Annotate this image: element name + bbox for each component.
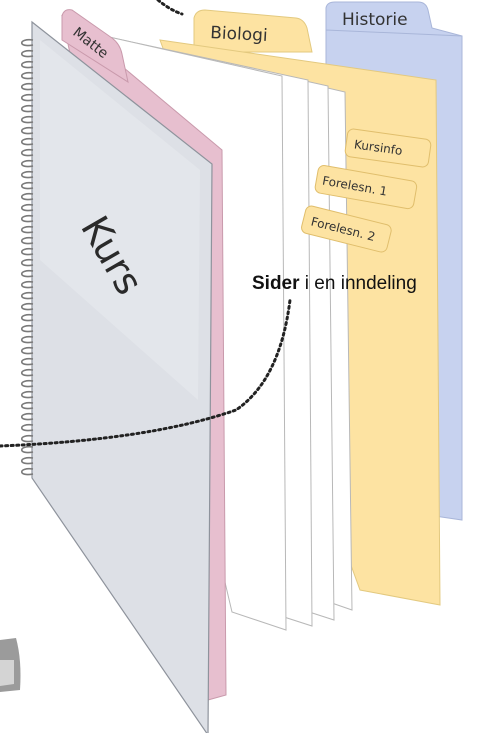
spiral-ring: [20, 225, 34, 234]
spiral-ring: [20, 236, 34, 245]
connector-line-caption: [0, 298, 292, 448]
page-tab-kursinfo[interactable]: Kursinfo: [344, 128, 432, 168]
spiral-ring: [20, 335, 34, 344]
biologi-tab[interactable]: [193, 9, 313, 53]
spiral-ring: [20, 269, 34, 278]
spiral-ring: [20, 291, 34, 300]
matte-tab[interactable]: [61, 9, 129, 84]
spiral-ring: [20, 390, 34, 399]
page-tab-forelesn-2-shape: [301, 205, 392, 253]
biologi-tab-label: Biologi: [210, 23, 268, 46]
spiral-ring: [20, 137, 34, 146]
spiral-ring: [20, 379, 34, 388]
spiral-ring: [20, 60, 34, 69]
spiral-ring: [20, 148, 34, 157]
spiral-ring: [20, 401, 34, 410]
spiral-ring: [20, 38, 34, 47]
spiral-ring: [20, 467, 34, 476]
spiral-ring: [20, 423, 34, 432]
notebook-cover[interactable]: Kurs: [31, 20, 213, 733]
spiral-ring: [20, 181, 34, 190]
caption-bold: Sider: [252, 273, 300, 294]
spiral-ring: [20, 346, 34, 355]
laptop-corner: [0, 638, 21, 692]
spiral-ring: [20, 82, 34, 91]
spiral-ring: [20, 280, 34, 289]
spiral-ring: [20, 159, 34, 168]
caption: Sider i en inndeling: [252, 273, 417, 294]
cover-highlight: [40, 40, 200, 400]
spiral-ring: [20, 192, 34, 201]
spiral-ring: [20, 324, 34, 333]
spiral-ring: [20, 445, 34, 454]
spiral-ring: [20, 412, 34, 421]
laptop-corner-highlight: [0, 660, 14, 686]
spiral-ring: [20, 126, 34, 135]
spiral-ring: [20, 49, 34, 58]
spiral-ring: [20, 434, 34, 443]
historie-tab[interactable]: [325, 1, 463, 41]
spiral-ring: [20, 357, 34, 366]
page-tab-kursinfo-label: Kursinfo: [353, 137, 403, 158]
spiral-ring: [20, 247, 34, 256]
spiral-ring: [20, 93, 34, 102]
page-tab-kursinfo-shape: [344, 128, 432, 168]
historie-tab-label: Historie: [342, 10, 408, 30]
spiral-binding: [20, 38, 34, 476]
spiral-ring: [20, 203, 34, 212]
spiral-ring: [20, 313, 34, 322]
spiral-ring: [20, 258, 34, 267]
spiral-ring: [20, 170, 34, 179]
connector-line-top: [156, 0, 184, 16]
spiral-ring: [20, 368, 34, 377]
spiral-ring: [20, 302, 34, 311]
spiral-ring: [20, 214, 34, 223]
spiral-ring: [20, 71, 34, 80]
page-tab-forelesn-1[interactable]: Forelesn. 1: [314, 165, 418, 210]
spiral-ring: [20, 104, 34, 113]
page-tab-forelesn-1-shape: [314, 165, 418, 210]
page-tab-forelesn-2[interactable]: Forelesn. 2: [300, 205, 392, 253]
caption-rest: i en inndeling: [300, 273, 417, 294]
spiral-ring: [20, 115, 34, 124]
spiral-ring: [20, 456, 34, 465]
